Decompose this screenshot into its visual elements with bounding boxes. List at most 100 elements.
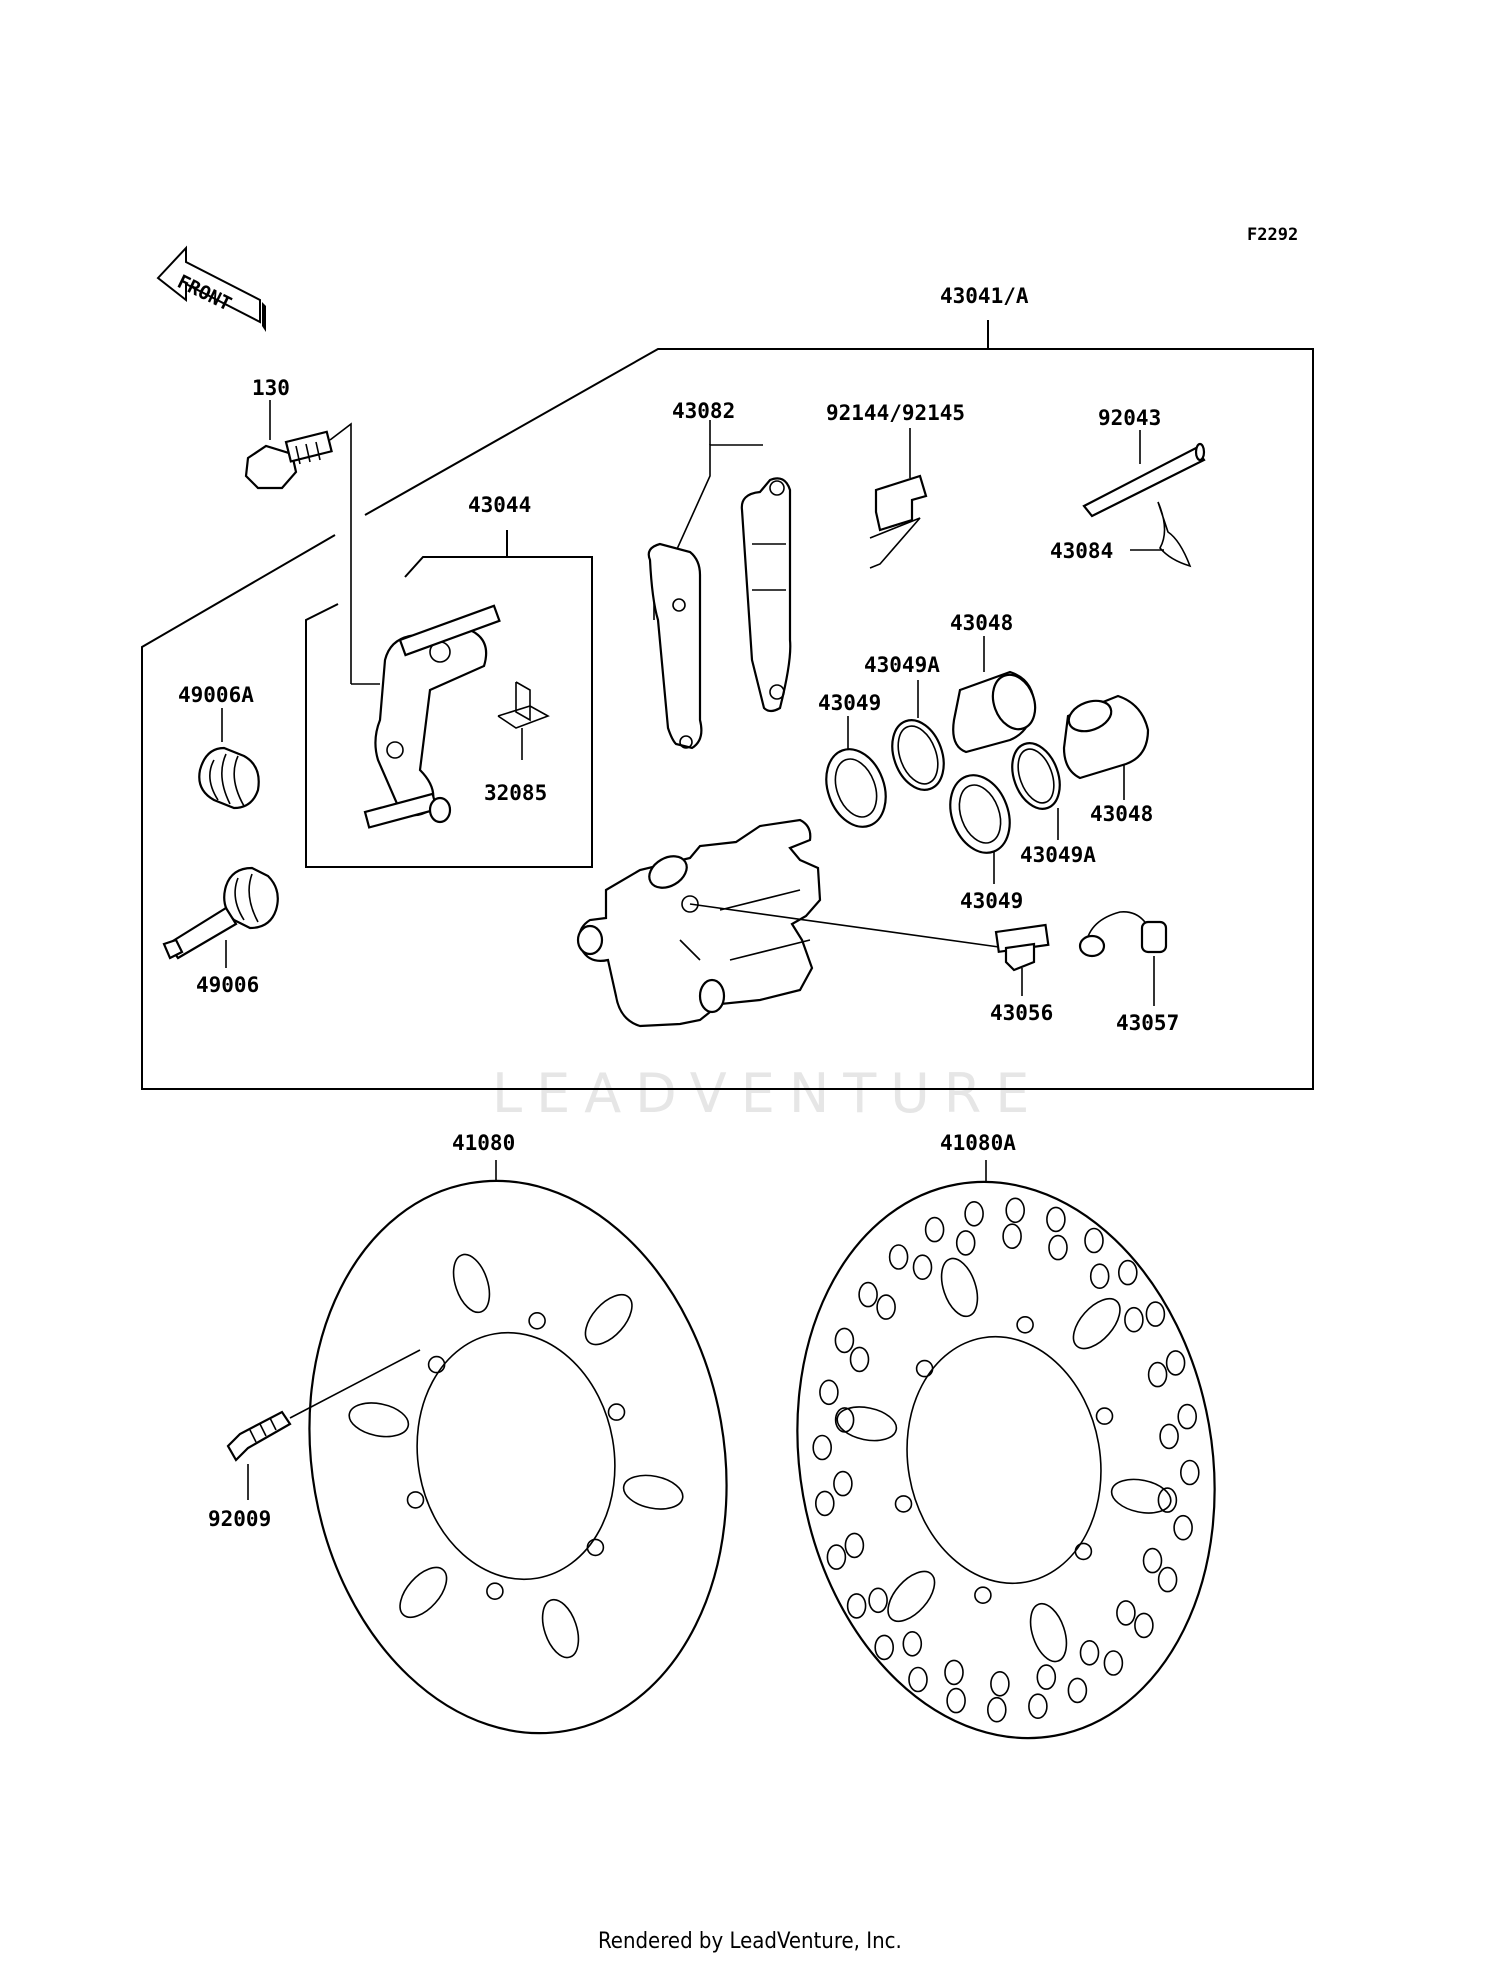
- label-43048-top: 43048: [950, 611, 1013, 635]
- disc-41080a-vent-hole: [964, 1201, 984, 1227]
- disc-41080-cutout: [399, 1566, 448, 1619]
- disc-41080a-vent-hole: [912, 1254, 933, 1280]
- label-41080: 41080: [452, 1131, 515, 1155]
- label-43041-a: 43041/A: [940, 284, 1029, 308]
- disc-41080a-vent-hole: [858, 1281, 878, 1308]
- boot-49006: [162, 866, 279, 968]
- disc-41080a-vent-hole: [849, 1346, 870, 1373]
- bleeder-43056: [994, 923, 1050, 996]
- disc-41080a-bolt-hole: [974, 1586, 992, 1604]
- disc-41080a-cutout: [1072, 1297, 1121, 1350]
- disc-41080a-vent-hole: [1165, 1350, 1186, 1376]
- disc-41080a-vent-hole: [1084, 1227, 1104, 1254]
- footer-credit: Rendered by LeadVenture, Inc.: [598, 1929, 902, 1954]
- disc-41080a-vent-hole: [1157, 1566, 1178, 1593]
- pad-spring-32085: [497, 681, 550, 760]
- label-43057: 43057: [1116, 1011, 1179, 1035]
- piston-43048-top: [952, 636, 1037, 754]
- disc-41080a-vent-hole: [1089, 1263, 1110, 1289]
- bolt-130: [244, 400, 380, 685]
- disc-41080a-vent-hole: [1147, 1361, 1168, 1388]
- disc-41080a-vent-hole: [924, 1216, 945, 1243]
- label-43044: 43044: [468, 493, 531, 517]
- label-41080a: 41080A: [940, 1131, 1016, 1155]
- disc-41080a-vent-hole: [846, 1593, 867, 1619]
- disc-41080-cutout: [622, 1474, 684, 1510]
- disc-41080-bolt-hole: [607, 1403, 626, 1421]
- disc-41080a-vent-hole: [946, 1687, 966, 1714]
- caliper-assembly-outline: [141, 320, 1314, 1090]
- disc-41080a-vent-hole: [1079, 1640, 1100, 1666]
- disc-41080a-vent-hole: [1046, 1206, 1066, 1233]
- caliper-bracket: [363, 604, 501, 829]
- screw-92009: [226, 1349, 421, 1500]
- disc-41080a-vent-hole: [1173, 1514, 1193, 1541]
- disc-41080a-vent-hole: [1142, 1547, 1163, 1574]
- disc-41080a-cutout: [1110, 1478, 1172, 1514]
- clip-43084: [1130, 501, 1192, 568]
- disc-41080a-vent-hole: [1002, 1223, 1022, 1249]
- disc-41080-bolt-hole: [586, 1538, 605, 1557]
- label-43082: 43082: [672, 399, 735, 423]
- disc-41080a-cutout: [836, 1406, 898, 1442]
- brake-disc-41080: [308, 1160, 728, 1735]
- pad-spring-92144: [869, 428, 928, 569]
- label-92144-92145: 92144/92145: [826, 401, 965, 425]
- disc-41080a-vent-hole: [1177, 1403, 1197, 1430]
- disc-41080a-vent-hole: [1180, 1459, 1200, 1486]
- label-43049-top: 43049: [818, 691, 881, 715]
- disc-41080a-vent-hole: [1157, 1487, 1178, 1513]
- disc-41080a-vent-hole: [834, 1327, 855, 1354]
- disc-41080a-vent-hole: [902, 1631, 923, 1657]
- figure-code: F2292: [1247, 225, 1298, 245]
- disc-41080a-vent-hole: [908, 1666, 928, 1693]
- disc-41080a-bolt-hole: [1016, 1316, 1034, 1334]
- disc-41080-cutout: [348, 1402, 410, 1438]
- disc-41080a-vent-hole: [833, 1470, 853, 1497]
- disc-41080a-vent-hole: [1116, 1600, 1136, 1626]
- disc-41080a-vent-hole: [868, 1587, 888, 1614]
- label-130: 130: [252, 376, 290, 400]
- disc-41080-bolt-hole: [406, 1491, 425, 1509]
- disc-41080-bolt-hole: [427, 1355, 446, 1374]
- label-43049a-right: 43049A: [1020, 843, 1096, 867]
- disc-41080a-vent-hole: [1124, 1306, 1144, 1333]
- disc-41080a-vent-hole: [834, 1407, 855, 1433]
- disc-41080a-vent-hole: [1118, 1259, 1138, 1286]
- disc-41080a-vent-hole: [955, 1230, 976, 1256]
- piston-43048-right: [1062, 694, 1150, 800]
- brake-disc-41080a: [796, 1160, 1216, 1740]
- seal-43049a-right: [1011, 742, 1061, 840]
- disc-41080a-bolt-hole: [894, 1495, 913, 1513]
- disc-41080a-cutout: [940, 1257, 979, 1318]
- seal-43049a-top: [891, 680, 945, 791]
- disc-41080a-vent-hole: [814, 1490, 835, 1517]
- bracket-subassembly-outline: [305, 530, 593, 868]
- disc-41080a-vent-hole: [874, 1634, 895, 1661]
- disc-41080a-vent-hole: [1036, 1664, 1057, 1690]
- disc-41080a-vent-hole: [844, 1532, 865, 1559]
- caliper-body: [576, 818, 1007, 1028]
- seal-43049-top: [825, 716, 887, 828]
- brake-pad-set: [647, 420, 792, 750]
- disc-41080a-vent-hole: [1134, 1612, 1154, 1639]
- cap-43057: [1078, 911, 1168, 1006]
- label-92043: 92043: [1098, 406, 1161, 430]
- disc-41080a-vent-hole: [1048, 1234, 1068, 1261]
- disc-41080a-vent-hole: [819, 1379, 839, 1406]
- disc-41080a-bolt-hole: [1074, 1542, 1093, 1561]
- disc-41080a-vent-hole: [1103, 1650, 1124, 1676]
- pin-92043: [1082, 430, 1206, 518]
- disc-41080a-vent-hole: [1159, 1423, 1179, 1450]
- disc-41080a-vent-hole: [876, 1294, 896, 1320]
- disc-41080a-vent-hole: [1005, 1197, 1026, 1224]
- disc-41080-cutout: [584, 1293, 633, 1346]
- disc-41080a-vent-hole: [888, 1244, 909, 1270]
- label-43049a-top: 43049A: [864, 653, 940, 677]
- label-43048-right: 43048: [1090, 802, 1153, 826]
- disc-41080a-vent-hole: [826, 1544, 847, 1570]
- disc-41080a-cutout: [887, 1570, 936, 1623]
- disc-41080a-cutout: [1029, 1602, 1068, 1663]
- disc-41080-cutout: [452, 1253, 491, 1314]
